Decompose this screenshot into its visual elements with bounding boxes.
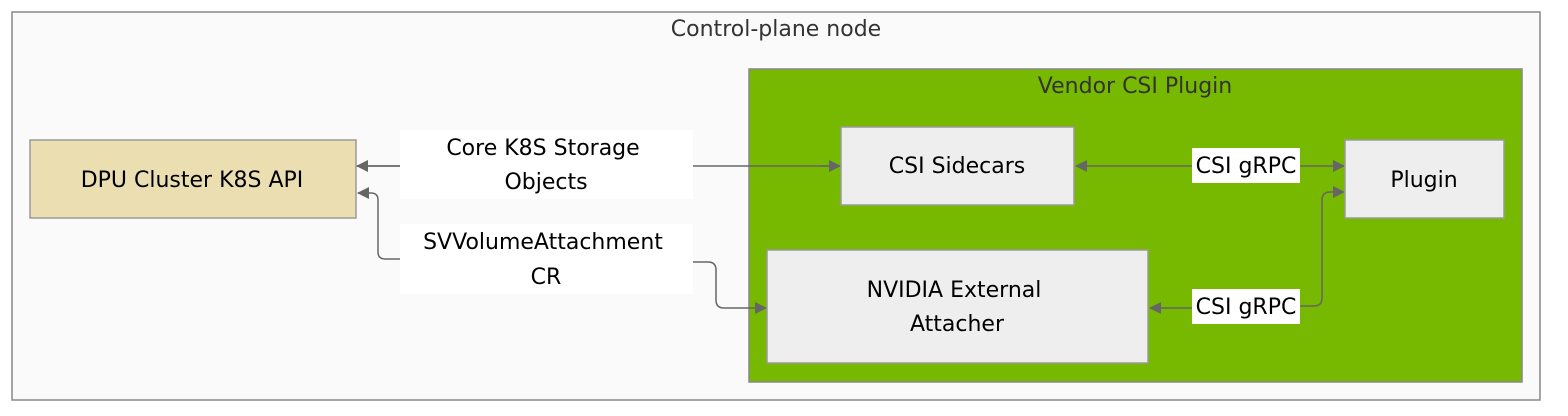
edge-label-sidecars-plugin-text: CSI gRPC xyxy=(1196,154,1297,179)
vendor-csi-plugin-cluster-title: Vendor CSI Plugin xyxy=(1038,74,1232,99)
edge-label-volume-attachment-line2: CR xyxy=(531,265,562,290)
edge-volume-attachment-left xyxy=(357,187,400,260)
edge-label-storage-objects-line1: Core K8S Storage xyxy=(446,136,639,161)
control-plane-cluster-title: Control-plane node xyxy=(671,17,881,42)
edge-label-volume-attachment-bg xyxy=(400,224,693,294)
node-csi-sidecars-label: CSI Sidecars xyxy=(889,154,1025,179)
edges xyxy=(356,160,1345,314)
edge-label-attacher-plugin-bg xyxy=(1192,289,1300,324)
node-k8s-api-box xyxy=(29,139,357,219)
edge-volume-attachment-right xyxy=(693,261,767,314)
node-csi-sidecars[interactable]: CSI Sidecars xyxy=(840,126,1075,206)
edge-label-attacher-plugin-text: CSI gRPC xyxy=(1196,295,1297,320)
edge-attacher-plugin-arrow-right xyxy=(1300,186,1345,307)
node-plugin-box xyxy=(1344,139,1505,219)
edge-label-storage-objects-bg xyxy=(400,130,693,199)
edge-label-volume-attachment-line1: SVVolumeAttachment xyxy=(423,230,663,255)
node-external-attacher[interactable]: NVIDIA External Attacher xyxy=(766,249,1149,364)
node-external-attacher-label-line2: Attacher xyxy=(910,312,1005,337)
edge-label-volume-attachment: SVVolumeAttachment CR xyxy=(400,224,693,294)
edge-label-attacher-plugin: CSI gRPC xyxy=(1192,289,1300,324)
node-k8s-api-label: DPU Cluster K8S API xyxy=(81,168,304,193)
node-external-attacher-label-line1: NVIDIA External xyxy=(867,278,1042,303)
node-external-attacher-box xyxy=(766,249,1149,364)
edge-label-sidecars-plugin: CSI gRPC xyxy=(1192,148,1300,183)
node-plugin-label: Plugin xyxy=(1390,168,1457,193)
node-csi-sidecars-box xyxy=(840,126,1075,206)
edge-label-storage-objects: Core K8S Storage Objects xyxy=(400,130,693,199)
edge-label-sidecars-plugin-bg xyxy=(1192,148,1300,183)
node-plugin[interactable]: Plugin xyxy=(1344,139,1505,219)
edge-label-storage-objects-line2: Objects xyxy=(504,170,587,195)
node-k8s-api[interactable]: DPU Cluster K8S API xyxy=(29,139,357,219)
